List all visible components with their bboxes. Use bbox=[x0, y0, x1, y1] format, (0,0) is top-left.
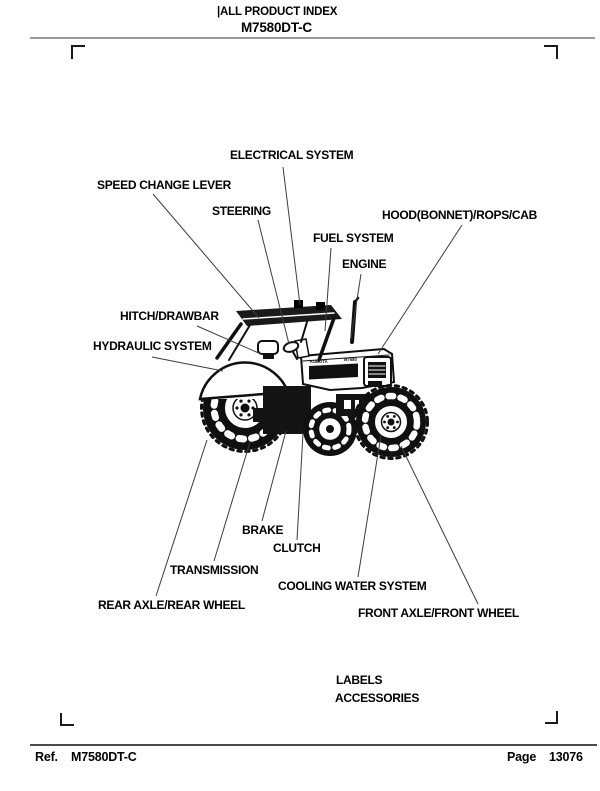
corner-mark-top-right bbox=[544, 45, 558, 59]
corner-mark-top-left bbox=[71, 45, 85, 59]
footer-ref-value: M7580DT-C bbox=[71, 750, 137, 764]
callout-line-clutch bbox=[296, 432, 304, 541]
callout-line-rear-axle-rear-wheel bbox=[155, 439, 208, 597]
callout-line-brake bbox=[261, 430, 287, 522]
callout-label-brake[interactable]: BRAKE bbox=[242, 523, 284, 537]
chassis-block bbox=[263, 386, 311, 434]
exhaust-pipe bbox=[350, 296, 360, 344]
seat bbox=[257, 340, 279, 355]
callout-label-hood-bonnet-rops-cab[interactable]: HOOD(BONNET)/ROPS/CAB bbox=[382, 208, 538, 222]
corner-mark-bottom-left bbox=[60, 713, 74, 726]
footer-ref-label: Ref. bbox=[35, 750, 58, 764]
page-title: |ALL PRODUCT INDEX bbox=[217, 6, 338, 18]
callout-line-hood-bonnet-rops-cab bbox=[377, 224, 463, 355]
callout-lines bbox=[151, 166, 479, 605]
callout-line-steering bbox=[257, 219, 290, 345]
front-grille bbox=[363, 356, 392, 387]
callout-line-engine bbox=[350, 273, 362, 339]
callout-line-hydraulic-system bbox=[151, 356, 224, 372]
corner-mark-bottom-right bbox=[545, 711, 558, 724]
footer-page-number: 13076 bbox=[549, 750, 583, 764]
callout-label-transmission[interactable]: TRANSMISSION bbox=[170, 563, 259, 577]
callout-line-hitch-drawbar bbox=[196, 325, 262, 355]
callout-label-accessories[interactable]: ACCESSORIES bbox=[335, 691, 420, 705]
roof-marker-right bbox=[316, 302, 325, 310]
callout-label-cooling-water-system[interactable]: COOLING WATER SYSTEM bbox=[278, 579, 427, 593]
callout-label-front-axle-front-wheel[interactable]: FRONT AXLE/FRONT WHEEL bbox=[358, 606, 519, 620]
callout-line-transmission bbox=[213, 441, 251, 562]
callout-label-hitch-drawbar[interactable]: HITCH/DRAWBAR bbox=[120, 309, 219, 323]
front-wheel bbox=[353, 384, 429, 460]
callout-line-front-axle-front-wheel bbox=[400, 445, 479, 605]
callout-line-electrical-system bbox=[282, 166, 301, 306]
callout-label-clutch[interactable]: CLUTCH bbox=[273, 541, 321, 555]
callout-label-hydraulic-system[interactable]: HYDRAULIC SYSTEM bbox=[93, 339, 212, 353]
callout-line-cooling-water-system bbox=[357, 434, 382, 578]
callout-label-speed-change-lever[interactable]: SPEED CHANGE LEVER bbox=[97, 178, 231, 192]
footer-page-label: Page bbox=[507, 750, 537, 764]
tractor-illustration: KUBOTA M7580 bbox=[198, 296, 429, 460]
footer-rule bbox=[30, 744, 597, 746]
rops-canopy bbox=[215, 300, 342, 362]
corner-marks bbox=[60, 45, 558, 726]
hood-model-text: M7580 bbox=[344, 357, 357, 362]
callout-label-engine[interactable]: ENGINE bbox=[342, 257, 387, 271]
step bbox=[253, 408, 265, 422]
callout-label-electrical-system[interactable]: ELECTRICAL SYSTEM bbox=[230, 148, 354, 162]
header-rule bbox=[30, 37, 595, 39]
callout-line-speed-change-lever bbox=[152, 193, 260, 319]
header-model-code: M7580DT-C bbox=[241, 20, 312, 35]
callout-line-fuel-system bbox=[324, 247, 332, 332]
callout-label-steering[interactable]: STEERING bbox=[212, 204, 271, 218]
callout-label-fuel-system[interactable]: FUEL SYSTEM bbox=[313, 231, 394, 245]
operator-station bbox=[257, 338, 310, 360]
callout-label-rear-axle-rear-wheel[interactable]: REAR AXLE/REAR WHEEL bbox=[98, 598, 245, 612]
roof-marker-left bbox=[294, 300, 303, 308]
callout-label-labels[interactable]: LABELS bbox=[336, 673, 383, 687]
